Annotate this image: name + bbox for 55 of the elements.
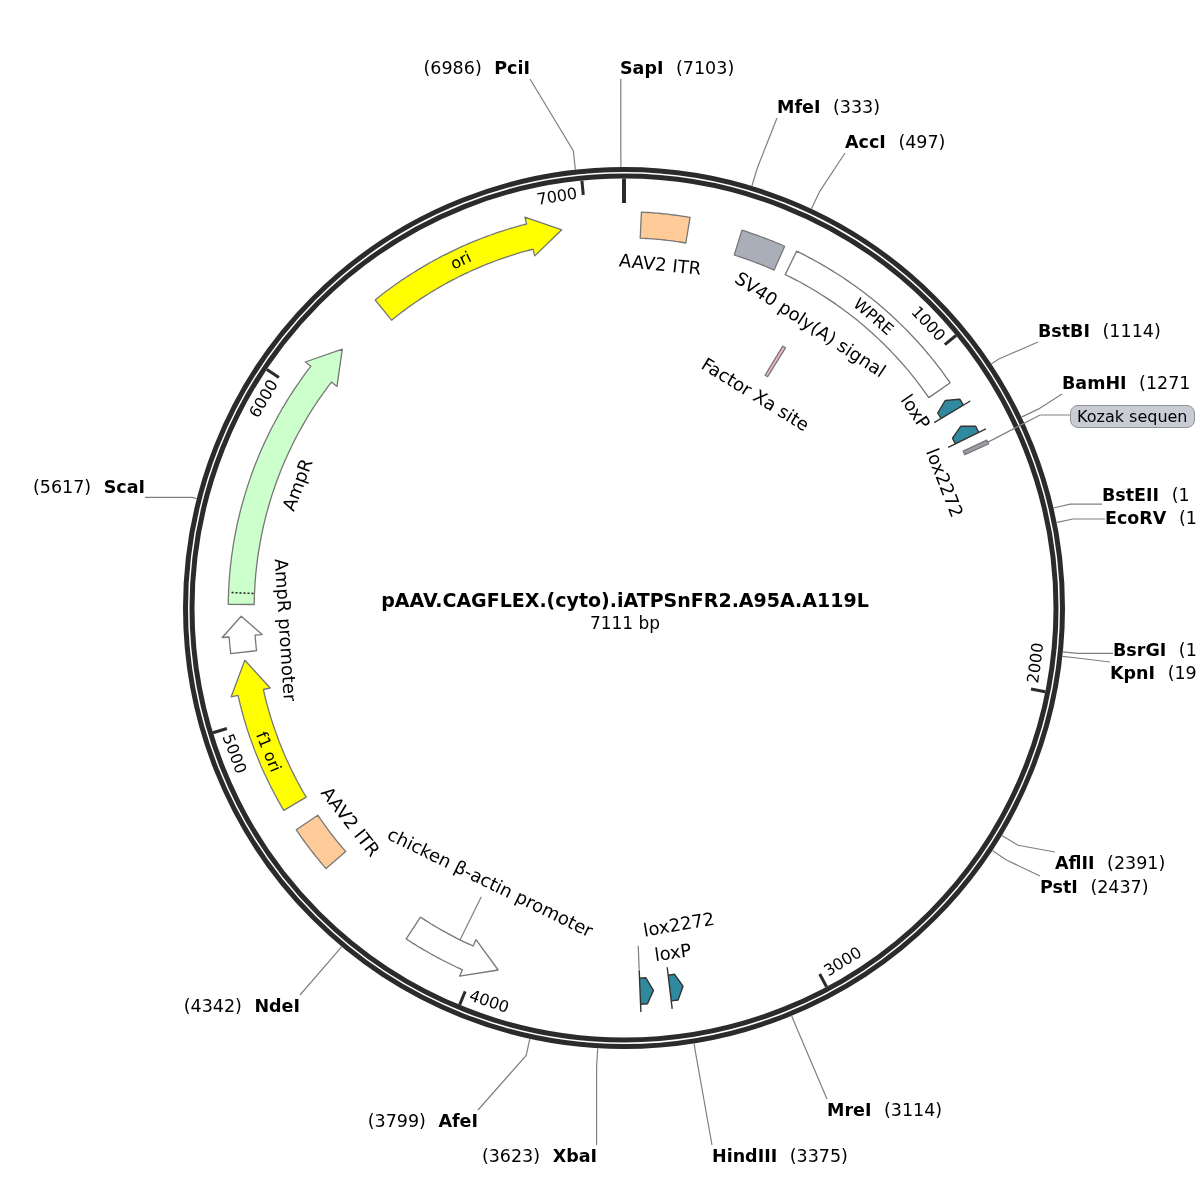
restriction-site-label: BstEII (1 [1102, 484, 1190, 506]
restriction-site-label: MreI (3114) [827, 1099, 943, 1121]
restriction-site-label: HindIII (3375) [712, 1145, 848, 1167]
leader-line [596, 1047, 599, 1146]
restriction-site-label: (4342) NdeI [183, 995, 300, 1017]
leader-line [810, 152, 846, 210]
scale-label: 4000 [467, 986, 512, 1017]
feature-label: AAV2 ITR [618, 250, 703, 280]
leader-line [529, 78, 576, 171]
leader-line [1056, 518, 1106, 523]
feature-label: ori [447, 248, 475, 275]
leader-line [299, 946, 343, 996]
leader-line [991, 850, 1041, 877]
restriction-site-label: SapI (7103) [620, 57, 735, 79]
restriction-site-label: (6986) PciI [423, 57, 530, 79]
feature-label: f1 ori [251, 729, 285, 775]
feature-label: lox2272 [641, 909, 716, 942]
leader-line [1061, 655, 1111, 663]
plasmid-length: 7111 bp [589, 613, 661, 633]
leader-line [477, 1038, 531, 1111]
leader-line [1020, 393, 1063, 418]
feature-label: AmpR [279, 456, 318, 514]
scale-label: 7000 [535, 185, 579, 210]
restriction-site-label: BstBI (1114) [1038, 320, 1161, 342]
leader-line [791, 1015, 828, 1100]
plasmid-name: pAAV.CAGFLEX.(cyto).iATPSnFR2.A95A.A119L [381, 589, 869, 611]
leader-line [751, 117, 778, 187]
restriction-site-label: (3799) AfeI [367, 1110, 478, 1132]
restriction-site-label: (3623) XbaI [481, 1145, 597, 1167]
scale-label: 2000 [1024, 642, 1049, 685]
restriction-site-label: KpnI (19 [1110, 662, 1197, 684]
feature-label: loxP [653, 939, 693, 966]
restriction-site-label: BsrGI (1 [1113, 639, 1197, 661]
lox-site-marker [638, 969, 655, 1013]
restriction-site-label: PstI (2437) [1040, 876, 1149, 898]
restriction-site-label: MfeI (333) [777, 96, 881, 118]
leader-line [620, 78, 622, 168]
restriction-site-label: AccI (497) [845, 131, 946, 153]
directional-feature [405, 916, 499, 977]
leader-line [693, 1042, 713, 1146]
feature-callout: Kozak sequen [1070, 404, 1195, 428]
restriction-site-label: BamHI (1271 [1062, 372, 1191, 394]
restriction-site-label: EcoRV (1 [1105, 507, 1197, 529]
leader-line [637, 945, 640, 971]
leader-line [1062, 651, 1114, 654]
scale-label: 5000 [218, 731, 251, 776]
leader-line [1001, 834, 1056, 853]
leader-line [1052, 503, 1103, 509]
leader-line [144, 496, 198, 500]
feature-label: AmpR promoter [269, 557, 300, 702]
leader-line [990, 341, 1039, 365]
directional-feature [373, 216, 563, 322]
restriction-site-label: AflII (2391) [1055, 852, 1166, 874]
leader-line [987, 414, 1071, 443]
restriction-site-label: (5617) ScaI [32, 476, 145, 498]
